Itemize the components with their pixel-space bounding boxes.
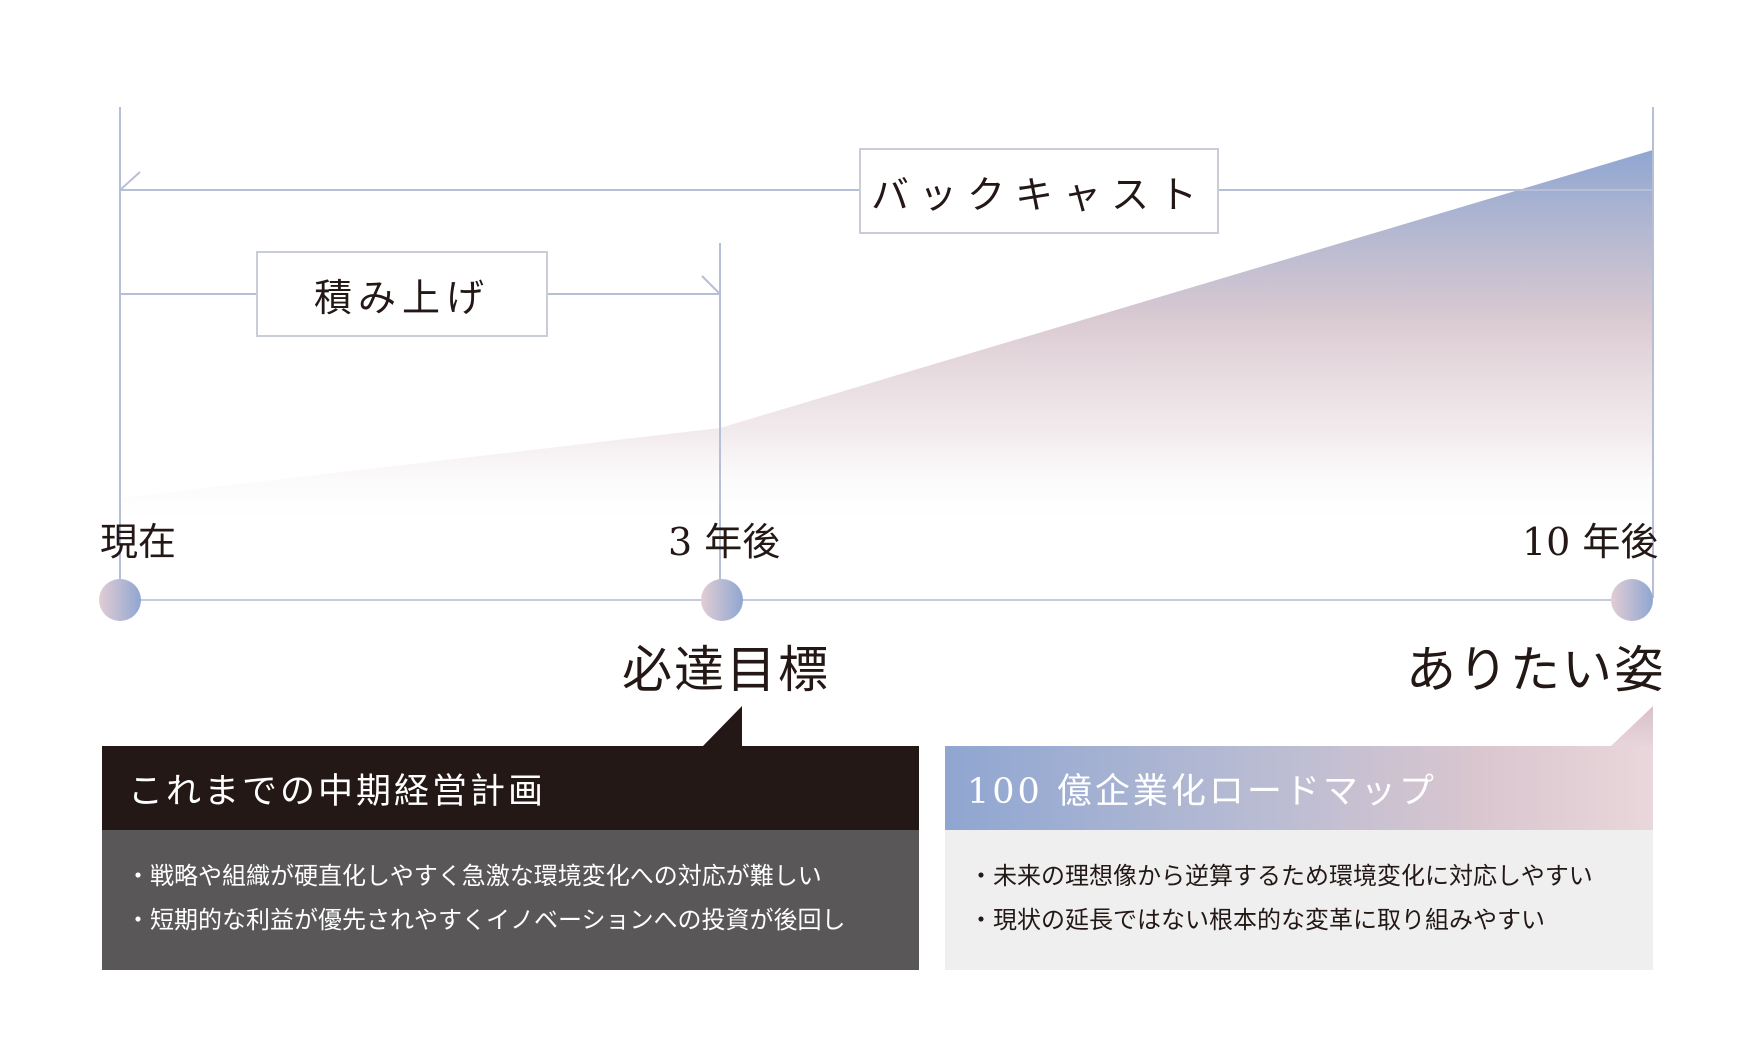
backcast-label: バックキャスト — [859, 148, 1219, 234]
left-panel-bullet: 戦略や組織が硬直化しやすく急激な環境変化への対応が難しい — [126, 854, 919, 898]
milestone-ideal: ありたい姿 — [1406, 641, 1666, 699]
left-panel-body: 戦略や組織が硬直化しやすく急激な環境変化への対応が難しい 短期的な利益が優先され… — [102, 830, 919, 970]
timeline-label-now: 現在 — [100, 520, 177, 564]
backcast-arrow-head — [119, 171, 141, 191]
left-panel-bullet: 短期的な利益が優先されやすくイノベーションへの投資が後回し — [126, 898, 919, 942]
right-panel-bullet: 現状の延長ではない根本的な変革に取り組みやすい — [969, 898, 1653, 942]
timeline-dot-3y — [701, 579, 743, 621]
timeline-label-10-years: 10 年後 — [1522, 520, 1659, 564]
left-panel-tab — [703, 706, 742, 746]
left-panel-title: これまでの中期経営計画 — [102, 746, 919, 830]
right-panel-body: 未来の理想像から逆算するため環境変化に対応しやすい 現状の延長ではない根本的な変… — [945, 830, 1653, 970]
timeline-dot-now — [99, 579, 141, 621]
milestone-target: 必達目標 — [622, 641, 830, 699]
growth-area — [120, 150, 1653, 528]
right-panel-tab — [1611, 706, 1653, 746]
timeline-dot-10y — [1611, 579, 1653, 621]
right-panel-title: 100 億企業化ロードマップ — [945, 746, 1653, 830]
stack-arrow-head — [701, 275, 721, 295]
right-panel-bullet: 未来の理想像から逆算するため環境変化に対応しやすい — [969, 854, 1653, 898]
timeline-label-3-years: 3 年後 — [668, 520, 781, 564]
stack-up-label: 積み上げ — [256, 251, 548, 337]
